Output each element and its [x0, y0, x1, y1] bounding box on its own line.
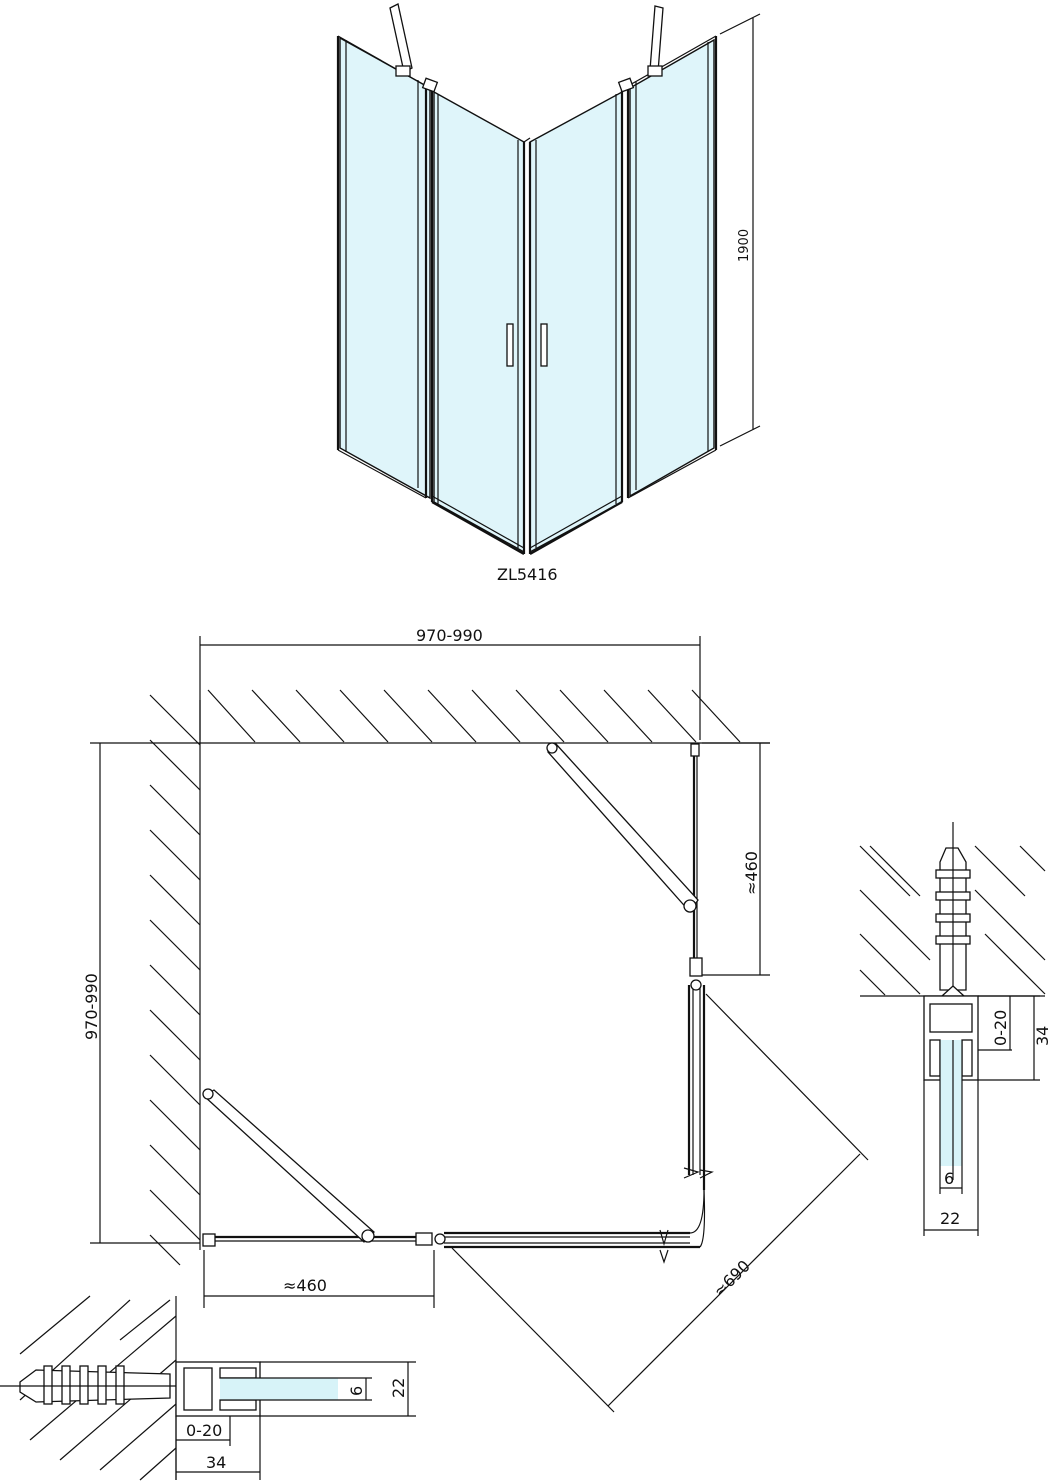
left-fixed-glass	[339, 36, 431, 500]
height-dimension: 1900	[737, 229, 752, 262]
bottom-door-dimension: ≈460	[283, 1276, 327, 1295]
detail-bottom-profile: 34	[206, 1453, 226, 1472]
diagonal-dimension: ≈690	[709, 1256, 754, 1301]
right-door-glass	[529, 90, 623, 554]
right-fixed-glass	[629, 38, 715, 498]
handle-left	[506, 323, 514, 367]
isometric-view: 1900 ZL5416	[336, 3, 761, 584]
detail-right-profile: 34	[1033, 1026, 1052, 1046]
detail-right-width: 22	[940, 1209, 960, 1228]
detail-bottom-glass: 6	[347, 1386, 366, 1396]
detail-right-glass: 6	[944, 1169, 954, 1188]
depth-dimension: 970-990	[82, 973, 101, 1040]
stabilizer-bar-left	[389, 3, 413, 77]
left-wall-hatch	[90, 694, 201, 1266]
detail-right: 0-20 34 6 22	[859, 822, 1052, 1236]
detail-bottom: 6 22 0-20 34	[0, 1295, 416, 1481]
detail-bottom-adjust: 0-20	[186, 1421, 222, 1440]
left-door-glass	[433, 90, 525, 554]
stabilizer-bar-right	[647, 5, 664, 77]
model-label: ZL5416	[497, 565, 558, 584]
width-dimension: 970-990	[416, 626, 483, 645]
top-wall-hatch	[90, 689, 770, 744]
right-door-dimension: ≈460	[742, 851, 761, 895]
plan-view: 970-990 970-990	[82, 626, 869, 1413]
detail-bottom-width: 22	[389, 1378, 408, 1398]
detail-right-adjust: 0-20	[991, 1010, 1010, 1046]
handle-right	[540, 323, 548, 367]
